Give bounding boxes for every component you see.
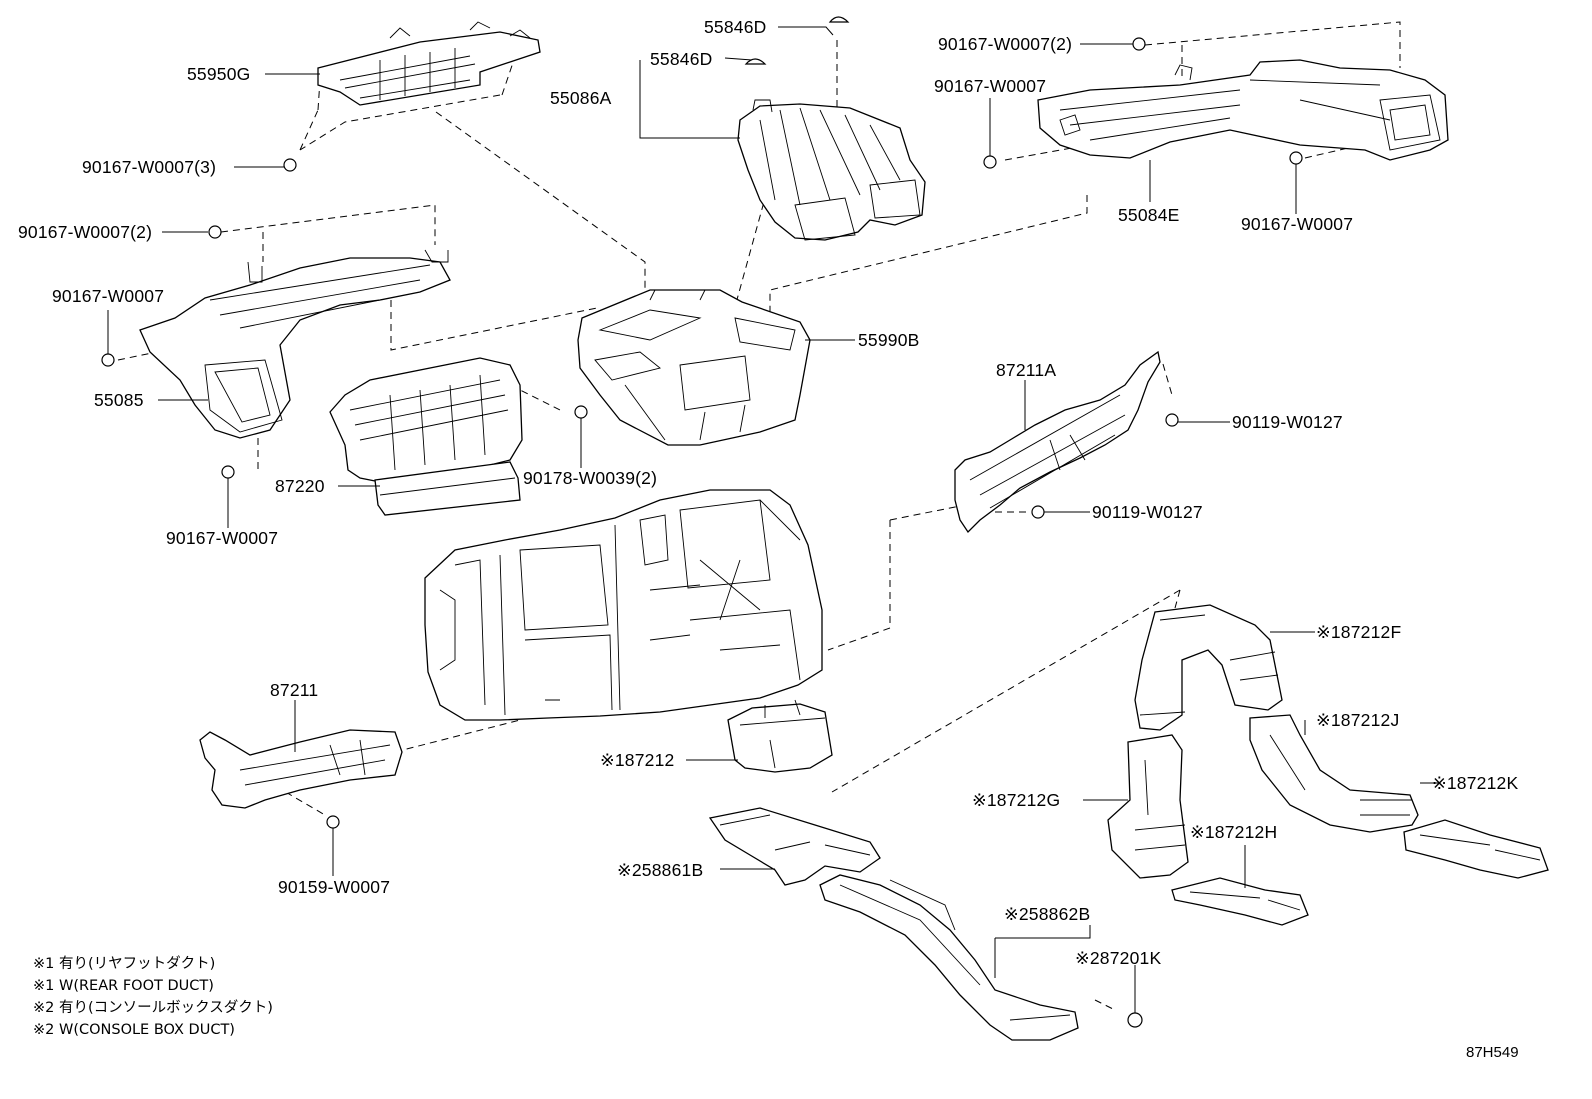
part-55086A-duct bbox=[737, 99, 926, 241]
part-55950G-register bbox=[317, 21, 541, 106]
label-87212K: ※187212K bbox=[1432, 773, 1518, 793]
part-87212G-duct bbox=[1107, 734, 1189, 879]
label-87212H: ※187212H bbox=[1190, 822, 1277, 842]
label-90167-right-low: 90167-W0007 bbox=[1241, 214, 1353, 234]
part-87212J-duct bbox=[1249, 714, 1419, 833]
label-55085: 55085 bbox=[94, 390, 144, 410]
label-87212J: ※187212J bbox=[1316, 710, 1399, 730]
diagram-reference-code: 87H549 bbox=[1466, 1044, 1519, 1061]
label-90178: 90178-W0039(2) bbox=[523, 468, 657, 488]
label-55990B: 55990B bbox=[858, 330, 920, 350]
label-55086A: 55086A bbox=[550, 88, 612, 108]
label-90167-lower-left: 90167-W0007 bbox=[166, 528, 278, 548]
label-90167-left: 90167-W0007 bbox=[52, 286, 164, 306]
footnote-1-jp: ※1 有り(リヤフットダクト) bbox=[33, 955, 215, 972]
label-87201K: ※287201K bbox=[1075, 948, 1161, 968]
label-90167-2-left: 90167-W0007(2) bbox=[18, 222, 152, 242]
part-87212K-duct bbox=[1403, 819, 1549, 879]
part-87211-duct bbox=[199, 729, 403, 809]
part-87212-box bbox=[727, 699, 833, 773]
label-90159: 90159-W0007 bbox=[278, 877, 390, 897]
label-55846D: 55846D bbox=[650, 49, 713, 69]
footnote-2-en: ※2 W(CONSOLE BOX DUCT) bbox=[33, 1022, 235, 1038]
label-90167-2-right: 90167-W0007(2) bbox=[938, 34, 1072, 54]
part-55085-duct bbox=[139, 249, 451, 439]
label-87211A: 87211A bbox=[996, 360, 1056, 380]
label-90119-b: 90119-W0127 bbox=[1092, 502, 1203, 522]
leader-lines bbox=[107, 26, 1440, 1013]
part-55084E-duct bbox=[1037, 59, 1449, 161]
part-labels: 55950G 55846D 55846D 55086A 90167-W0007(… bbox=[18, 17, 1518, 968]
label-58862B: ※258862B bbox=[1004, 904, 1090, 924]
part-58862B-duct bbox=[819, 874, 1079, 1041]
label-90167-3: 90167-W0007(3) bbox=[82, 157, 216, 177]
label-55084E: 55084E bbox=[1118, 205, 1180, 225]
label-87211: 87211 bbox=[270, 680, 318, 700]
label-87212F: ※187212F bbox=[1316, 622, 1401, 642]
footnote-1-en: ※1 W(REAR FOOT DUCT) bbox=[33, 978, 214, 994]
part-87211A-duct bbox=[954, 350, 1161, 534]
part-55990B-box bbox=[577, 289, 811, 446]
part-58861B-duct bbox=[708, 807, 881, 886]
label-87212G: ※187212G bbox=[972, 790, 1060, 810]
label-90167-right-top: 90167-W0007 bbox=[934, 76, 1046, 96]
footnotes: ※1 有り(リヤフットダクト) ※1 W(REAR FOOT DUCT) ※2 … bbox=[33, 955, 273, 1038]
label-87212: ※187212 bbox=[600, 750, 674, 770]
part-87212H-duct bbox=[1171, 877, 1309, 926]
part-87212F-duct bbox=[1134, 604, 1283, 731]
label-55950G: 55950G bbox=[187, 64, 250, 84]
label-55846D-top: 55846D bbox=[704, 17, 767, 37]
footnote-2-jp: ※2 有り(コンソールボックスダクト) bbox=[33, 999, 273, 1016]
label-90119-a: 90119-W0127 bbox=[1232, 412, 1343, 432]
part-87220-housing bbox=[329, 357, 523, 516]
label-58861B: ※258861B bbox=[617, 860, 703, 880]
part-hvac-unit bbox=[424, 489, 823, 721]
label-87220: 87220 bbox=[275, 476, 325, 496]
